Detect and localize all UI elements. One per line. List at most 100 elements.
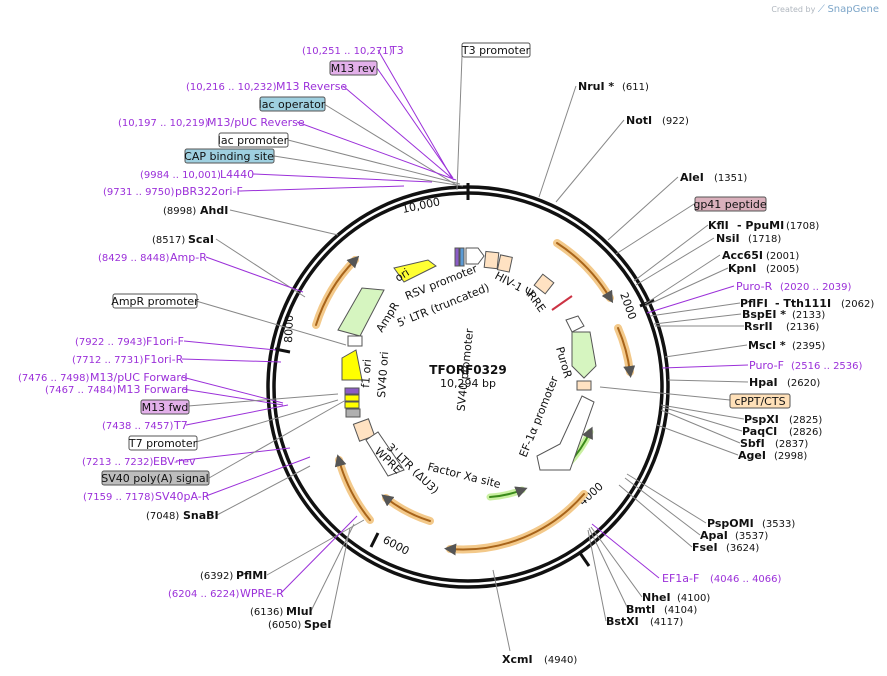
site-pos-ppumi: (1708) xyxy=(786,221,819,232)
box-cap-binding-site xyxy=(184,148,275,164)
snapgene-branding: Created by ⟋ SnapGene xyxy=(771,4,879,15)
site-pos-noti: (922) xyxy=(662,116,689,127)
site-label-wpre-r: WPRE-R xyxy=(240,587,284,600)
site-pos-pspxi: (2825) xyxy=(789,415,822,426)
site-label-noti: NotI xyxy=(626,114,652,127)
site-label-m13-puc-forward: M13/pUC Forward xyxy=(90,371,188,384)
right-labels: NruI * (611) NotI (922) AleI (1351) gp41… xyxy=(578,80,874,628)
feature-label-sv40-ori: SV40 ori xyxy=(375,351,391,398)
site-label-pbr322ori-f: pBR322ori-F xyxy=(175,185,243,198)
box-t3-promoter xyxy=(461,42,531,58)
site-label-pspxi: PspXI xyxy=(744,413,779,426)
site-label-m13-puc-reverse: M13/pUC Reverse xyxy=(207,116,305,129)
site-pos-paqci: (2826) xyxy=(789,427,822,438)
box-gp41-peptide xyxy=(694,196,767,212)
site-label-pflmi: PflMI xyxy=(236,569,267,582)
site-pos-wpre-r: (6204 .. 6224) xyxy=(168,589,240,600)
rsv-promoter-arrow xyxy=(465,247,485,265)
tick-label-8000: 8000 xyxy=(282,315,296,343)
site-label-nhei: NheI xyxy=(642,591,671,604)
site-label-ahdi: AhdI xyxy=(200,204,228,217)
site-pos-apai: (3537) xyxy=(735,531,768,542)
site-label-xcmi: XcmI xyxy=(502,653,533,666)
site-pos-mlui: (6136) xyxy=(250,607,283,618)
ori-arrow xyxy=(393,259,437,283)
site-pos-xcmi: (4940) xyxy=(544,655,577,666)
site-label-ef1a-f: EF1a-F xyxy=(662,572,699,585)
site-label-bmti: BmtI xyxy=(626,603,655,616)
site-label-kfli: KflI xyxy=(708,219,729,232)
orange-feature-arcs xyxy=(312,239,636,556)
site-pos-ebv-rev: (7213 .. 7232) xyxy=(82,457,154,468)
plasmid-length: 10,294 bp xyxy=(440,377,496,390)
site-label-m13-reverse: M13 Reverse xyxy=(276,80,347,93)
site-label-lac-operator: lac operator xyxy=(259,98,326,111)
site-label-nsii: NsiI xyxy=(716,232,740,245)
site-label-t3: T3 xyxy=(389,44,404,57)
box-t7-promoter xyxy=(128,435,198,451)
created-by-text: Created by xyxy=(771,5,816,14)
site-label-gp41-peptide: gp41 peptide xyxy=(693,198,767,211)
site-label-nrui: NruI * xyxy=(578,80,614,93)
site-pos-fsei: (3624) xyxy=(726,543,759,554)
site-label-puro-f: Puro-F xyxy=(749,359,784,372)
site-label-pflfi: PflFI xyxy=(740,297,768,310)
site-label-m13-fwd: M13 fwd xyxy=(142,401,189,414)
site-label-bstxi: BstXI xyxy=(606,615,639,628)
site-label-lac-promoter: lac promoter xyxy=(218,134,289,147)
site-label-f1ori-f: F1ori-F xyxy=(146,335,184,348)
site-label-mlui: MluI xyxy=(286,605,313,618)
site-pos-m13-puc-reverse: (10,197 .. 10,219) xyxy=(118,118,209,129)
site-label-rsrii: RsrII xyxy=(744,320,773,333)
site-pos-hpai: (2620) xyxy=(787,378,820,389)
site-label-m13-forward: M13 Forward xyxy=(117,383,188,396)
site-pos-bmti: (4104) xyxy=(664,605,697,616)
box-m13-fwd xyxy=(140,399,190,415)
site-pos-alei: (1351) xyxy=(714,173,747,184)
feature-label-puror: PuroR xyxy=(553,345,574,380)
site-pos-pflmi: (6392) xyxy=(200,571,233,582)
site-pos-ef1a-f: (4046 .. 4066) xyxy=(710,574,782,585)
site-label-alei: AleI xyxy=(680,171,704,184)
site-pos-kpni: (2005) xyxy=(766,264,799,275)
site-pos-puro-f: (2516 .. 2536) xyxy=(791,361,863,372)
feature-shapes xyxy=(337,247,597,477)
site-label-f1ori-r: F1ori-R xyxy=(144,353,184,366)
site-label-pspomi: PspOMI xyxy=(707,517,754,530)
site-label-snabi: SnaBI xyxy=(183,509,219,522)
site-pos-bspei: (2133) xyxy=(792,310,825,321)
site-label-bspei: BspEI * xyxy=(742,308,786,321)
site-pos-acc65i: (2001) xyxy=(766,251,799,262)
site-label-ebv-rev: EBV-rev xyxy=(153,455,196,468)
site-label-ppumi: - PpuMI xyxy=(737,219,784,232)
site-label-t7: T7 xyxy=(173,419,188,432)
site-label-paqci: PaqCI xyxy=(742,425,777,438)
site-label-t3-promoter: T3 promoter xyxy=(461,44,531,57)
site-label-fsei: FseI xyxy=(692,541,718,554)
feature-label-f1-ori: f1 ori xyxy=(359,359,374,389)
site-label-kpni: KpnI xyxy=(728,262,756,275)
site-label-acc65i: Acc65I xyxy=(722,249,763,262)
site-label-cppt-cts: cPPT/CTS xyxy=(734,395,785,408)
site-pos-m13-puc-forward: (7476 .. 7498) xyxy=(18,373,90,384)
site-label-agei: AgeI xyxy=(738,449,766,462)
box-cppt-cts xyxy=(729,393,791,409)
site-pos-agei: (2998) xyxy=(774,451,807,462)
box-ampr-promoter xyxy=(112,293,198,309)
site-pos-m13-reverse: (10,216 .. 10,232) xyxy=(186,82,277,93)
ampr-arrow xyxy=(337,287,385,337)
site-label-m13-rev: M13 rev xyxy=(331,62,376,75)
snapgene-app-name: SnapGene xyxy=(827,4,879,15)
site-pos-nsii: (1718) xyxy=(748,234,781,245)
site-label-sv40-polya-signal: SV40 poly(A) signal xyxy=(101,472,208,485)
site-pos-pspomi: (3533) xyxy=(762,519,795,530)
site-pos-scai: (8517) xyxy=(152,235,185,246)
site-pos-t7: (7438 .. 7457) xyxy=(102,421,174,432)
site-pos-amp-r: (8429 .. 8448) xyxy=(98,253,170,264)
puror-arrow xyxy=(571,331,597,379)
site-pos-tth111i: (2062) xyxy=(841,299,874,310)
site-label-amp-r: Amp-R xyxy=(170,251,207,264)
f1-ori-arrow xyxy=(341,349,363,381)
